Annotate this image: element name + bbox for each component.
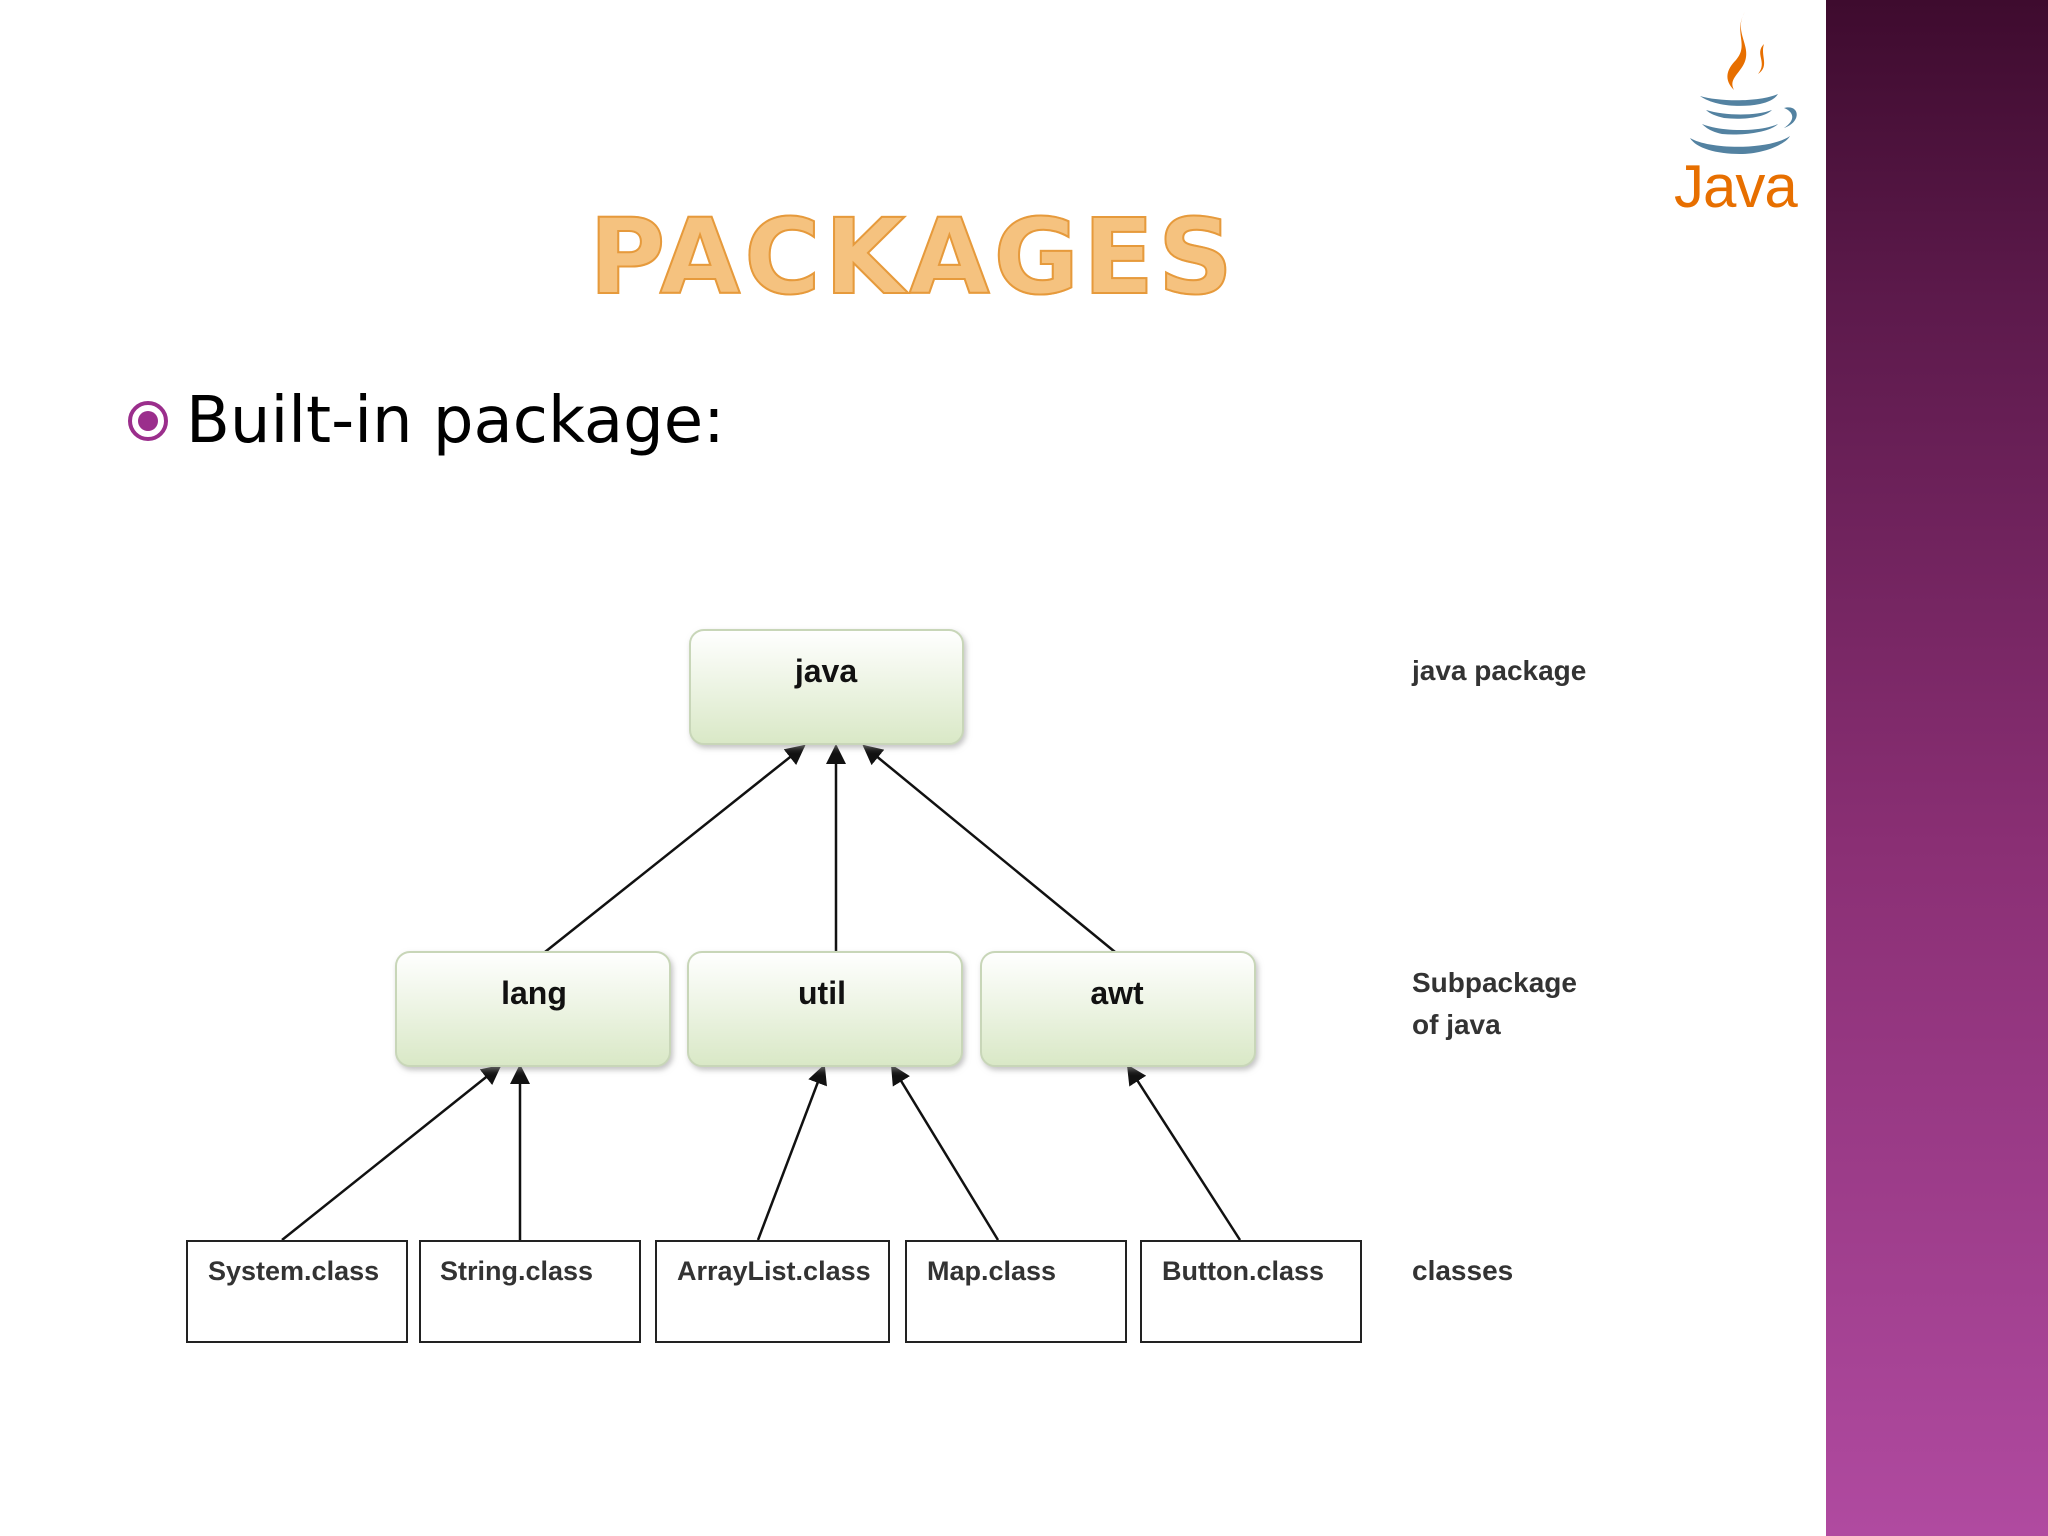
diagram-edges (281, 744, 1242, 1241)
node-java: java (689, 629, 964, 745)
node-lang-label: lang (501, 975, 567, 1011)
class-system-label: System.class (208, 1256, 379, 1286)
class-string-label: String.class (440, 1256, 593, 1286)
class-button: Button.class (1140, 1240, 1362, 1343)
edge-lang-to-java (544, 744, 806, 953)
java-logo-text: Java (1674, 153, 1798, 220)
node-awt: awt (980, 951, 1256, 1067)
class-arraylist-label: ArrayList.class (677, 1256, 871, 1286)
level-label-subpackage-line2: of java (1412, 1009, 1501, 1040)
class-string: String.class (419, 1240, 641, 1343)
bullet-text: Built-in package: (186, 384, 725, 458)
edge-button-to-awt (1126, 1064, 1242, 1241)
bullet-item: Built-in package: (126, 384, 725, 458)
java-logo-icon (1690, 10, 1797, 154)
slide-title: PACKAGES (0, 204, 1826, 310)
node-util: util (687, 951, 963, 1067)
class-arraylist: ArrayList.class (655, 1240, 890, 1343)
level-label-java-package: java package (1411, 655, 1586, 686)
slide-title-text: PACKAGES (588, 196, 1237, 318)
class-map-label: Map.class (927, 1256, 1056, 1286)
level-label-subpackage-line1: Subpackage (1412, 967, 1577, 998)
edge-awt-to-java (862, 744, 1116, 953)
level-label-classes: classes (1412, 1255, 1513, 1286)
node-lang: lang (395, 951, 671, 1067)
sidebar-decoration (1826, 0, 2048, 1536)
package-diagram: java lang util awt System.class String.c… (186, 629, 1586, 1343)
class-button-label: Button.class (1162, 1256, 1324, 1286)
class-system: System.class (186, 1240, 408, 1343)
radio-bullet-icon (128, 401, 168, 441)
node-awt-label: awt (1090, 975, 1144, 1011)
edge-arraylist-to-util (756, 1064, 827, 1241)
edge-system-to-lang (281, 1064, 502, 1241)
edge-map-to-util (890, 1064, 1000, 1241)
class-map: Map.class (905, 1240, 1127, 1343)
node-util-label: util (798, 975, 846, 1011)
node-java-label: java (794, 653, 857, 689)
